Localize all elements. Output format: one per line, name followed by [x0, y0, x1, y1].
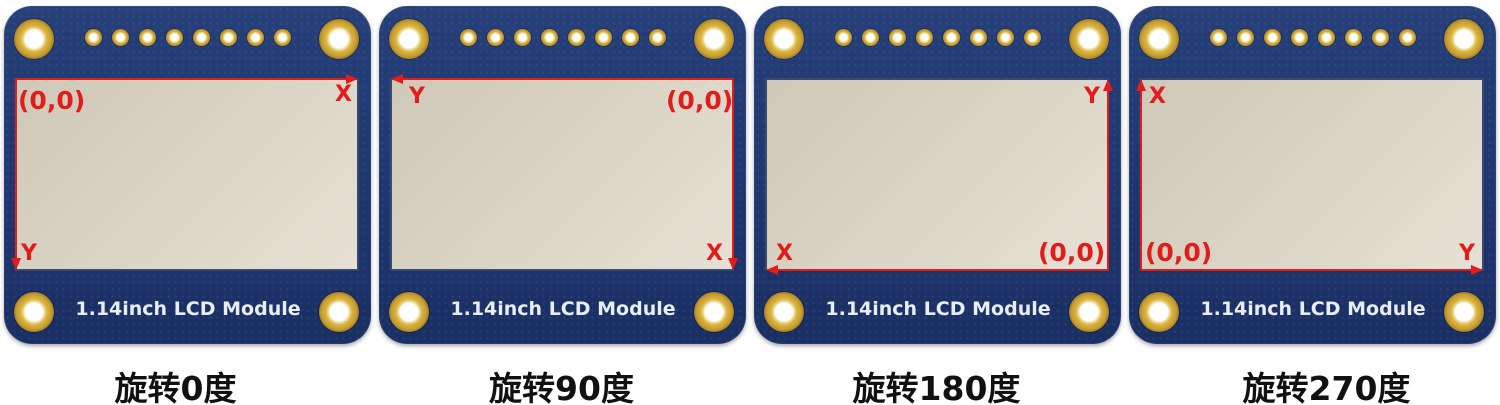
mounting-hole-icon: [694, 19, 734, 59]
mounting-hole-icon: [1139, 292, 1179, 332]
lcd-module-rot270: (0,0) X Y 1.14inch LCD Module: [1129, 6, 1496, 344]
mounting-hole-icon: [319, 19, 359, 59]
lcd-screen: [15, 78, 359, 271]
header-pin-icon: [622, 29, 639, 46]
axes-overlay: (0,0) Y X: [391, 74, 738, 270]
header-pin-icon: [595, 29, 612, 46]
header-pin-icon: [1210, 29, 1227, 46]
header-pin-icon: [247, 29, 264, 46]
module-name-label: 1.14inch LCD Module: [75, 298, 301, 320]
y-axis-arrow-icon: [391, 74, 403, 84]
header-pin-icon: [1264, 29, 1281, 46]
y-axis-label: Y: [1083, 84, 1101, 109]
lcd-screen: [1140, 78, 1484, 271]
caption-rotation-0: 旋转0度: [114, 369, 237, 405]
y-axis-arrow-icon: [1103, 79, 1113, 91]
mounting-hole-icon: [1444, 19, 1484, 59]
header-pin-icon: [1024, 29, 1041, 46]
header-pin-icon: [460, 29, 477, 46]
header-pin-icon: [541, 29, 558, 46]
header-pin-icon: [139, 29, 156, 46]
header-pin-icon: [649, 29, 666, 46]
mounting-hole-icon: [1069, 19, 1109, 59]
mounting-hole-icon: [14, 292, 54, 332]
header-pin-icon: [997, 29, 1014, 46]
origin-label: (0,0): [1038, 238, 1105, 267]
x-axis-arrow-icon: [346, 74, 358, 84]
header-pin-icon: [220, 29, 237, 46]
caption-rotation-270: 旋转270度: [1242, 369, 1411, 405]
x-axis-arrow-icon: [766, 265, 778, 275]
header-pin-icon: [1237, 29, 1254, 46]
header-pin-icon: [970, 29, 987, 46]
axes-overlay: (0,0) X Y: [1136, 79, 1483, 275]
origin-label: (0,0): [18, 86, 85, 115]
header-pin-icon: [862, 29, 879, 46]
header-pin-icon: [889, 29, 906, 46]
mounting-hole-icon: [389, 292, 429, 332]
header-pin-icon: [835, 29, 852, 46]
x-axis-label: X: [1149, 84, 1166, 109]
module-name-label: 1.14inch LCD Module: [450, 298, 676, 320]
lcd-module-rot90: (0,0) Y X 1.14inch LCD Module: [379, 6, 746, 344]
module-name-label: 1.14inch LCD Module: [825, 298, 1051, 320]
header-pin-icon: [1345, 29, 1362, 46]
header-pin-icon: [487, 29, 504, 46]
header-pin-icon: [916, 29, 933, 46]
mounting-hole-icon: [1139, 19, 1179, 59]
origin-label: (0,0): [666, 86, 733, 115]
caption-rotation-180: 旋转180度: [852, 369, 1021, 405]
caption-rotation-90: 旋转90度: [489, 369, 634, 405]
mounting-hole-icon: [764, 292, 804, 332]
mounting-hole-icon: [764, 19, 804, 59]
header-pin-icon: [1399, 29, 1416, 46]
mounting-hole-icon: [14, 19, 54, 59]
mounting-hole-icon: [694, 292, 734, 332]
x-axis-label: X: [335, 82, 352, 107]
x-axis-label: X: [706, 241, 723, 266]
lcd-screen: [765, 78, 1109, 271]
header-pin-icon: [568, 29, 585, 46]
header-pin-icon: [1318, 29, 1335, 46]
header-pin-icon: [274, 29, 291, 46]
lcd-screen: [390, 78, 734, 271]
mounting-hole-icon: [389, 19, 429, 59]
header-pin-icon: [193, 29, 210, 46]
mounting-hole-icon: [1069, 292, 1109, 332]
header-pin-icon: [112, 29, 129, 46]
y-axis-label: Y: [1458, 241, 1476, 266]
mounting-hole-icon: [319, 292, 359, 332]
x-axis-label: X: [776, 241, 793, 266]
origin-label: (0,0): [1145, 238, 1212, 267]
header-pin-icon: [943, 29, 960, 46]
y-axis-arrow-icon: [11, 258, 21, 270]
x-axis-arrow-icon: [1136, 79, 1146, 91]
x-axis-arrow-icon: [728, 258, 738, 270]
y-axis-arrow-icon: [1471, 265, 1483, 275]
header-pin-icon: [1372, 29, 1389, 46]
module-name-label: 1.14inch LCD Module: [1200, 298, 1426, 320]
y-axis-label: Y: [408, 84, 426, 109]
y-axis-label: Y: [20, 241, 38, 266]
lcd-module-rot0: (0,0) X Y 1.14inch LCD Module: [4, 6, 371, 344]
header-pin-icon: [1291, 29, 1308, 46]
header-pin-icon: [85, 29, 102, 46]
header-pin-icon: [514, 29, 531, 46]
axes-overlay: (0,0) X Y: [11, 74, 358, 270]
header-pin-icon: [166, 29, 183, 46]
mounting-hole-icon: [1444, 292, 1484, 332]
lcd-module-rot180: (0,0) X Y 1.14inch LCD Module: [754, 6, 1121, 344]
axes-overlay: (0,0) X Y: [766, 79, 1113, 275]
